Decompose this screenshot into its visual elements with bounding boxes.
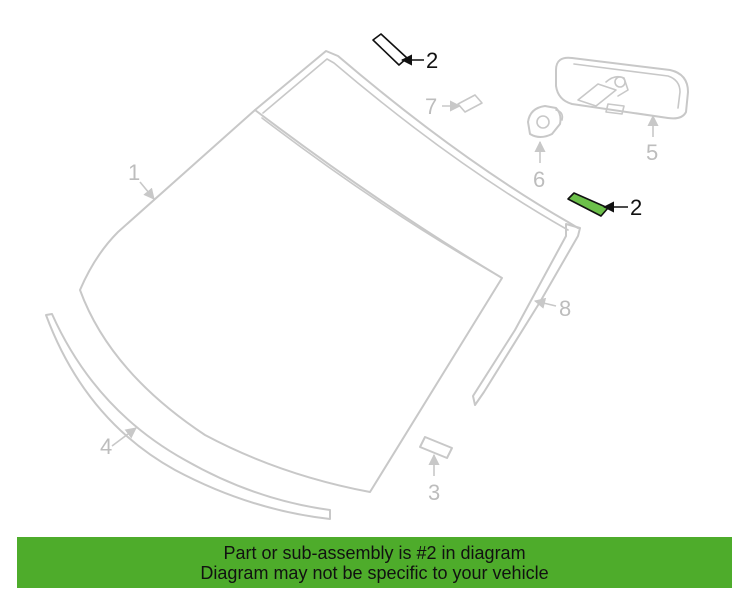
callout-1: 1 <box>128 160 140 185</box>
lower-molding[interactable] <box>45 313 331 520</box>
callout-4: 4 <box>100 434 112 459</box>
callout-3: 3 <box>428 480 440 505</box>
banner-line-1: Part or sub-assembly is #2 in diagram <box>223 542 526 563</box>
info-banner: Part or sub-assembly is #2 in diagram Di… <box>17 537 732 588</box>
callout-8: 8 <box>559 296 571 321</box>
sensor-bracket[interactable] <box>527 105 564 138</box>
adhesive-strip-highlighted[interactable] <box>567 192 609 217</box>
clip-part-7[interactable] <box>457 94 483 113</box>
rearview-mirror[interactable] <box>555 56 689 120</box>
banner-line-2: Diagram may not be specific to your vehi… <box>200 562 549 583</box>
callout-7: 7 <box>425 94 437 119</box>
windshield-glass[interactable] <box>79 109 503 493</box>
upper-molding[interactable] <box>254 50 579 231</box>
callout-6: 6 <box>533 167 545 192</box>
pad-part-3[interactable] <box>419 436 453 459</box>
callout-leaders <box>111 54 659 476</box>
side-molding[interactable] <box>472 223 581 406</box>
callout-2-top: 2 <box>426 48 438 73</box>
callout-2-right: 2 <box>630 195 642 220</box>
callout-5: 5 <box>646 140 658 165</box>
adhesive-strip-top[interactable] <box>372 33 408 66</box>
